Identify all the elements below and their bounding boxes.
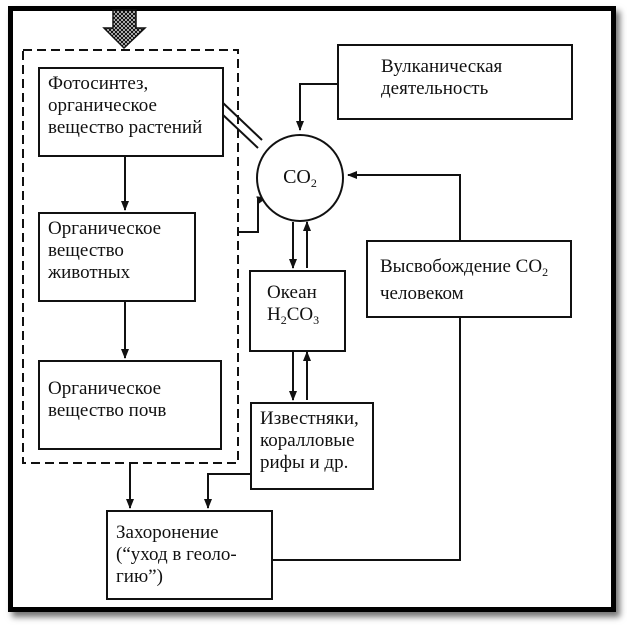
soil-matter-box: Органическое вещество почв: [38, 360, 222, 450]
human-release-label-2: человеком: [380, 283, 464, 304]
limestone-box: Известняки, коралловые рифы и др.: [250, 402, 374, 490]
co2-node: CO2: [256, 134, 344, 222]
arrow-volcanic-to-co2: [296, 83, 337, 131]
ocean-formula: H2CO3: [267, 304, 320, 327]
link-photosynthesis-co2: [221, 101, 263, 149]
arrow-human-to-co2: [347, 171, 461, 240]
limestone-label: Известняки, коралловые рифы и др.: [260, 408, 359, 473]
arrow-animal-to-co2: [238, 196, 267, 233]
link-burial-to-human: [273, 318, 461, 561]
animal-matter-box: Органическое вещество животных: [38, 212, 196, 302]
volcanic-box: Вулканическая деятельность: [337, 44, 573, 120]
soil-matter-label: Органическое вещество почв: [48, 378, 167, 421]
arrows-ocean-limestone: [289, 351, 311, 401]
human-release-label: Высвобождение CO2: [380, 256, 549, 279]
volcanic-label: Вулканическая деятельность: [381, 56, 503, 99]
photosynthesis-label: Фотосинтез, органическое вещество растен…: [48, 73, 203, 138]
burial-box: Захоронение (“уход в геоло- гию”): [106, 510, 273, 600]
ocean-box: Океан H2CO3: [249, 270, 346, 352]
arrow-limestone-to-burial: [204, 473, 250, 509]
burial-label: Захоронение (“уход в геоло- гию”): [116, 522, 237, 587]
animal-matter-label: Органическое вещество животных: [48, 218, 162, 283]
co2-label: CO2: [283, 165, 317, 190]
arrows-co2-ocean: [289, 221, 311, 269]
hatched-down-arrow-icon: [102, 9, 147, 50]
ocean-label: Океан: [267, 282, 317, 303]
human-release-box: Высвобождение CO2 человеком: [366, 240, 572, 318]
photosynthesis-box: Фотосинтез, органическое вещество растен…: [38, 67, 224, 157]
